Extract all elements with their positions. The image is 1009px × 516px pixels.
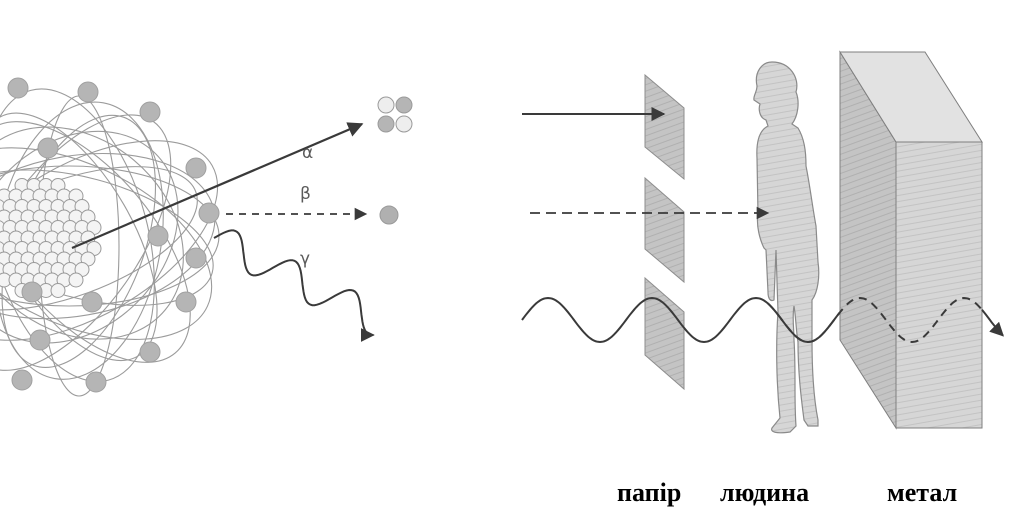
beta-particle (379, 205, 399, 225)
alpha-arrow (71, 122, 364, 250)
orbit-ring (0, 130, 179, 344)
orbit-ring (0, 169, 214, 306)
caption-human: людина (720, 478, 810, 507)
orbital-particle (185, 247, 207, 269)
orbital-particle (29, 329, 51, 351)
orbital-particle (175, 291, 197, 313)
beta-label: β (300, 184, 311, 204)
orbital-particle (37, 137, 59, 159)
caption-paper: папір (617, 478, 682, 507)
caption-metal: метал (887, 478, 958, 507)
atom-nucleus (0, 77, 220, 397)
orbit-ring (0, 88, 155, 383)
human-figure (753, 61, 820, 434)
gamma-inside-metal-wave (767, 296, 983, 344)
orbital-particles (7, 77, 220, 393)
gamma-label: γ (300, 249, 310, 269)
orbital-particle (198, 202, 220, 224)
orbital-particle (77, 81, 99, 103)
alpha-ray: α (71, 96, 413, 250)
nucleon (68, 272, 84, 288)
alpha-label: α (302, 143, 313, 163)
gamma-wave (213, 229, 375, 342)
metal-block-side (895, 141, 983, 429)
orbital-particle (147, 225, 169, 247)
gamma-ray: γ (213, 229, 375, 342)
orbital-particle (85, 371, 107, 393)
orbital-particle (21, 281, 43, 303)
paper-sheet-middle (644, 176, 685, 284)
metal-block (839, 50, 983, 430)
paper-sheets (644, 73, 685, 391)
orbital-particle (7, 77, 29, 99)
orbital-particle (139, 341, 161, 363)
nucleon-cluster (0, 178, 102, 298)
beta-ray: β (226, 184, 399, 225)
orbital-particle (185, 157, 207, 179)
gamma-exit-wave (981, 309, 1004, 337)
orbit-ring (0, 147, 213, 340)
paper-sheet-bottom (644, 276, 685, 391)
alpha-particle (377, 96, 413, 133)
nucleon (50, 283, 66, 298)
orbital-particle (81, 291, 103, 313)
paper-sheet-top (644, 73, 685, 181)
orbital-particle (139, 101, 161, 123)
orbit-ring (0, 126, 184, 340)
orbital-particle (11, 369, 33, 391)
